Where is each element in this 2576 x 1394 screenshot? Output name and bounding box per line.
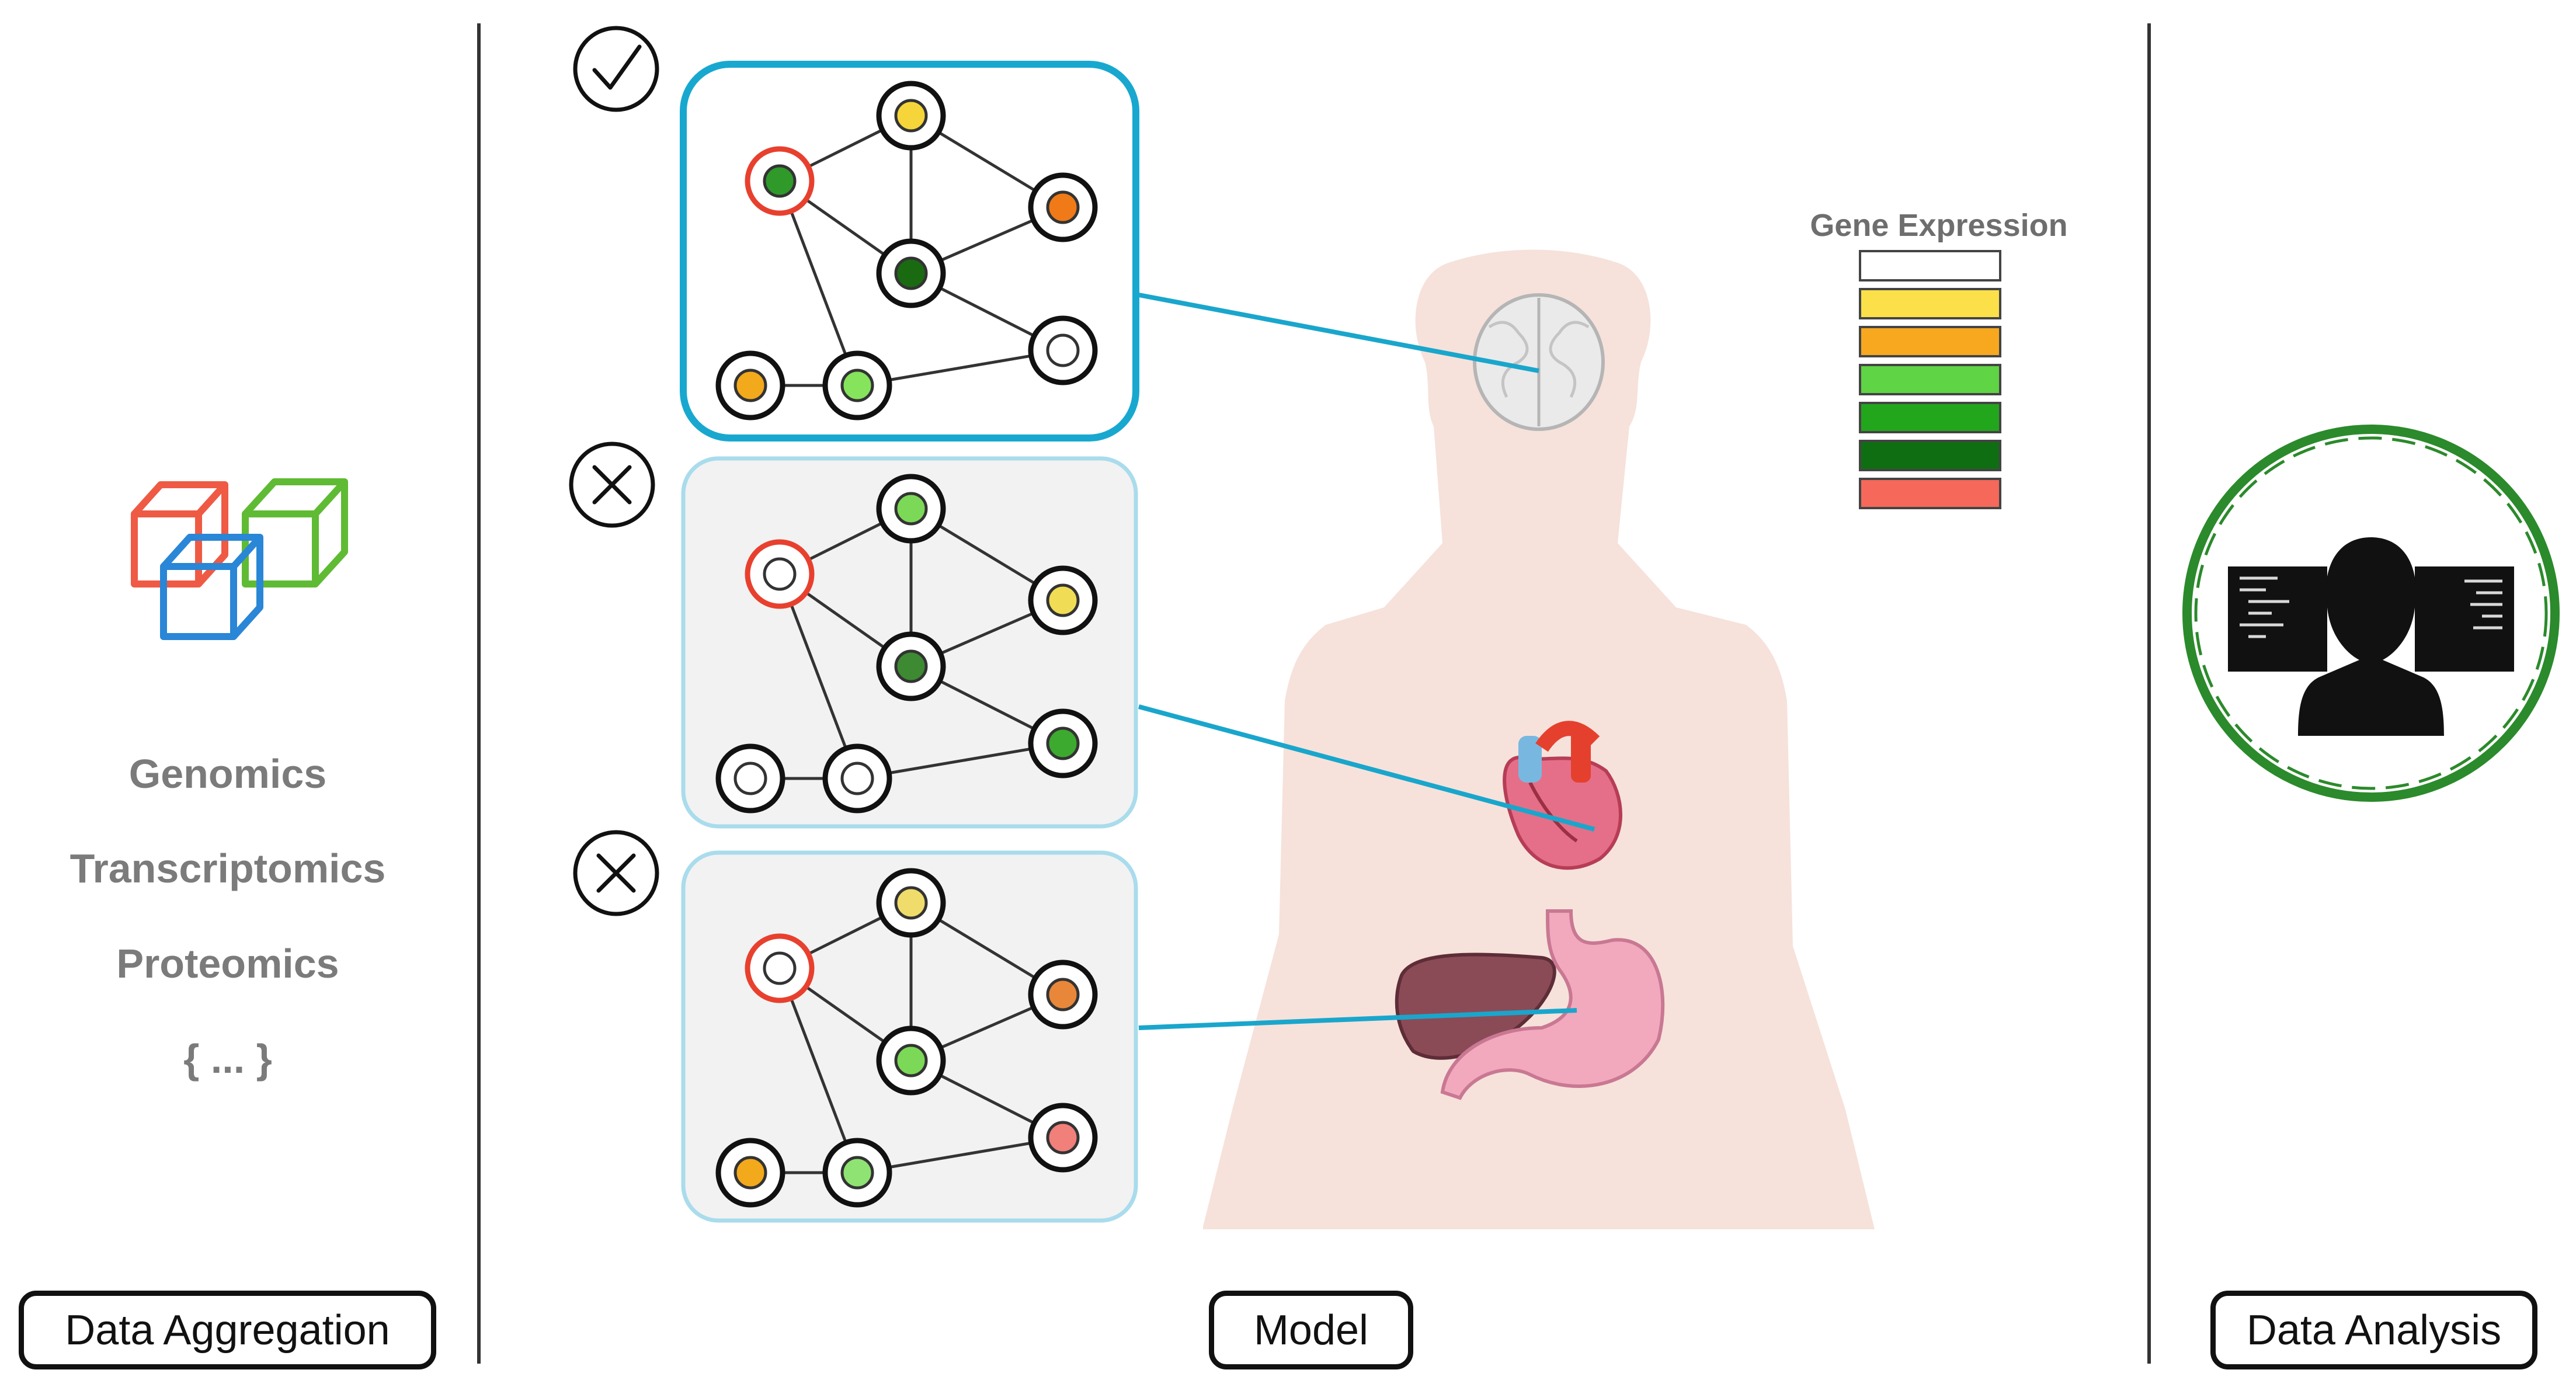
stage-label-model: Model bbox=[1209, 1291, 1413, 1369]
legend-swatch bbox=[1859, 402, 2001, 433]
analyst-at-computer-icon bbox=[2182, 425, 2560, 802]
gene-node bbox=[733, 369, 767, 402]
legend-swatch bbox=[1859, 440, 2001, 471]
gene-node bbox=[733, 1156, 767, 1190]
liver-organ bbox=[1395, 952, 1556, 1060]
gene-node bbox=[840, 762, 874, 795]
stage-label-data-aggregation: Data Aggregation bbox=[19, 1291, 436, 1369]
network-nodes-stomach bbox=[715, 868, 1098, 1208]
gene-node bbox=[840, 1156, 874, 1190]
omics-label-proteomics: Proteomics bbox=[116, 941, 339, 986]
gene-expression-legend bbox=[1859, 250, 2001, 509]
gene-node bbox=[1046, 726, 1080, 760]
omics-label-transcriptomics: Transcriptomics bbox=[69, 846, 386, 891]
gene-node bbox=[894, 99, 928, 133]
brain-organ bbox=[1473, 293, 1605, 431]
cross-icon bbox=[569, 442, 655, 528]
connector-heart bbox=[1138, 704, 1595, 832]
legend-swatch bbox=[1859, 250, 2001, 281]
legend-swatch bbox=[1859, 288, 2001, 319]
gene-node bbox=[763, 557, 797, 591]
connector-brain bbox=[1138, 293, 1539, 373]
gene-node bbox=[894, 256, 928, 290]
gene-node bbox=[1046, 978, 1080, 1011]
legend-swatch bbox=[1859, 364, 2001, 395]
legend-swatch bbox=[1859, 478, 2001, 509]
gene-node bbox=[1046, 583, 1080, 617]
data-cubes-icon bbox=[131, 478, 348, 640]
network-nodes-heart bbox=[715, 474, 1098, 814]
legend-title: Gene Expression bbox=[1810, 208, 2068, 243]
gene-node bbox=[763, 951, 797, 985]
gene-node bbox=[1046, 190, 1080, 224]
gene-node bbox=[894, 649, 928, 683]
gene-node bbox=[733, 762, 767, 795]
gene-node bbox=[1046, 1121, 1080, 1155]
connector-stomach bbox=[1138, 1008, 1577, 1030]
check-icon bbox=[573, 26, 659, 112]
gene-node bbox=[763, 164, 797, 198]
omics-label-genomics: Genomics bbox=[128, 751, 327, 797]
gene-node bbox=[894, 1044, 928, 1077]
heart-organ bbox=[1503, 721, 1622, 870]
gene-node bbox=[840, 369, 874, 402]
connectors bbox=[1138, 293, 1595, 1030]
network-nodes-brain bbox=[715, 81, 1098, 420]
gene-node bbox=[894, 886, 928, 920]
gene-node bbox=[894, 492, 928, 526]
stomach-organ bbox=[1440, 909, 1665, 1100]
omics-label-more: { ... } bbox=[183, 1036, 272, 1082]
stage-label-data-analysis: Data Analysis bbox=[2210, 1291, 2537, 1369]
cross-icon bbox=[573, 830, 659, 916]
gene-node bbox=[1046, 333, 1080, 367]
legend-swatch bbox=[1859, 326, 2001, 357]
